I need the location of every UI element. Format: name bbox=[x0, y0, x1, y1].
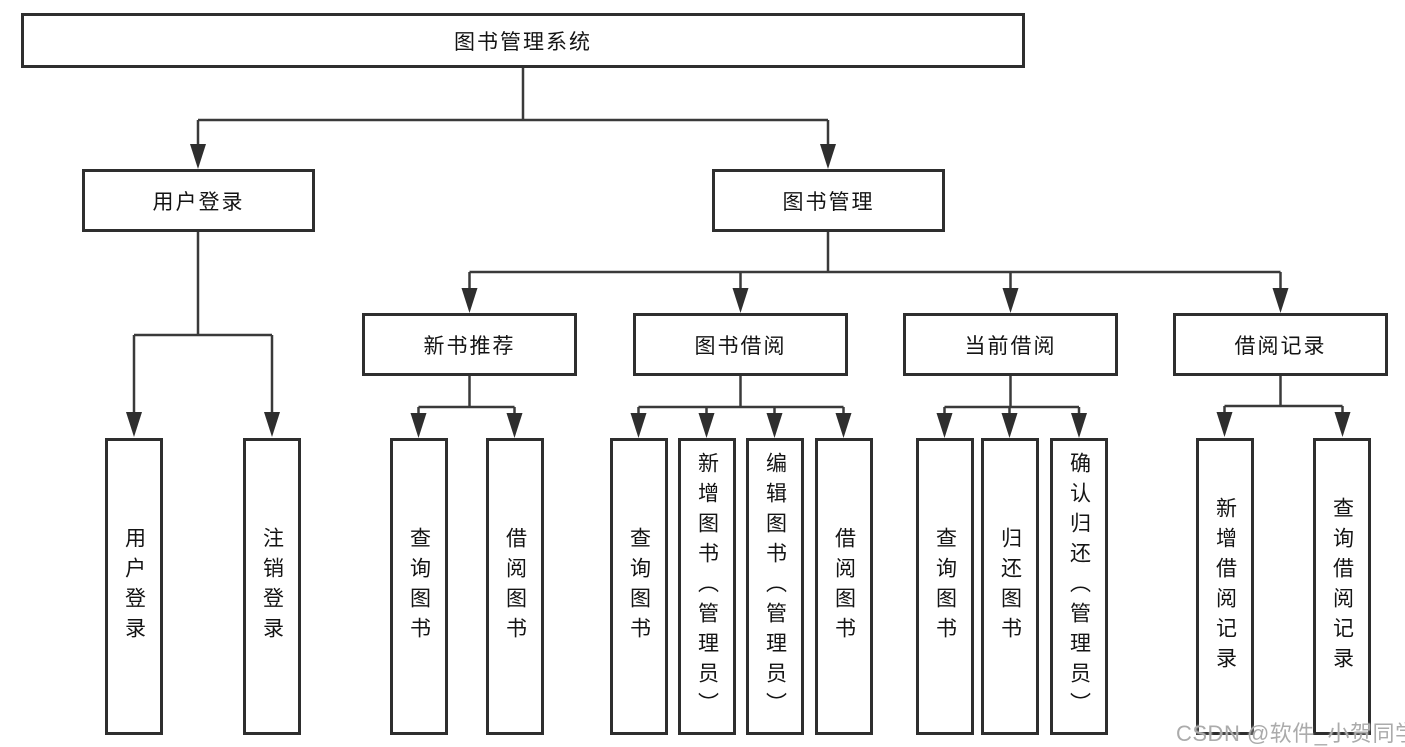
node-new-book-recommend: 新书推荐 bbox=[362, 313, 577, 376]
leaf-borrow-books-1-label: 借阅图书 bbox=[503, 526, 527, 647]
node-new-book-recommend-label: 新书推荐 bbox=[423, 334, 516, 358]
leaf-confirm-return-admin: 确认归还（管理员） bbox=[1050, 438, 1108, 735]
node-user-login-label: 用户登录 bbox=[152, 190, 245, 214]
leaf-logout-label: 注销登录 bbox=[260, 526, 284, 647]
leaf-query-books-1-label: 查询图书 bbox=[407, 526, 431, 647]
leaf-query-books-1: 查询图书 bbox=[390, 438, 448, 735]
node-book-borrowing-label: 图书借阅 bbox=[694, 334, 787, 358]
leaf-query-borrow-record: 查询借阅记录 bbox=[1313, 438, 1371, 735]
leaf-add-borrow-record-label: 新增借阅记录 bbox=[1213, 496, 1237, 677]
leaf-borrow-books-2-label: 借阅图书 bbox=[832, 526, 856, 647]
leaf-add-books-admin-label: 新增图书（管理员） bbox=[695, 451, 719, 722]
node-book-management-label: 图书管理 bbox=[782, 190, 875, 214]
node-system-root: 图书管理系统 bbox=[21, 13, 1025, 68]
node-current-borrowing-label: 当前借阅 bbox=[964, 334, 1057, 358]
leaf-query-books-3: 查询图书 bbox=[916, 438, 974, 735]
leaf-confirm-return-admin-label: 确认归还（管理员） bbox=[1067, 451, 1091, 722]
leaf-user-login-label: 用户登录 bbox=[122, 526, 146, 647]
leaf-edit-books-admin: 编辑图书（管理员） bbox=[746, 438, 804, 735]
leaf-borrow-books-1: 借阅图书 bbox=[486, 438, 544, 735]
node-book-borrowing: 图书借阅 bbox=[633, 313, 848, 376]
leaf-return-books-label: 归还图书 bbox=[998, 526, 1022, 647]
node-user-login: 用户登录 bbox=[82, 169, 315, 232]
leaf-return-books: 归还图书 bbox=[981, 438, 1039, 735]
leaf-add-borrow-record: 新增借阅记录 bbox=[1196, 438, 1254, 735]
node-current-borrowing: 当前借阅 bbox=[903, 313, 1118, 376]
leaf-add-books-admin: 新增图书（管理员） bbox=[678, 438, 736, 735]
leaf-query-books-3-label: 查询图书 bbox=[933, 526, 957, 647]
leaf-logout: 注销登录 bbox=[243, 438, 301, 735]
csdn-watermark: CSDN @软件_小贺同学 bbox=[1176, 721, 1405, 746]
leaf-query-books-2: 查询图书 bbox=[610, 438, 668, 735]
node-system-root-label: 图书管理系统 bbox=[454, 30, 592, 54]
node-book-management: 图书管理 bbox=[712, 169, 945, 232]
leaf-query-borrow-record-label: 查询借阅记录 bbox=[1330, 496, 1354, 677]
leaf-user-login: 用户登录 bbox=[105, 438, 163, 735]
node-borrow-records: 借阅记录 bbox=[1173, 313, 1388, 376]
leaf-query-books-2-label: 查询图书 bbox=[627, 526, 651, 647]
leaf-borrow-books-2: 借阅图书 bbox=[815, 438, 873, 735]
leaf-edit-books-admin-label: 编辑图书（管理员） bbox=[763, 451, 787, 722]
node-borrow-records-label: 借阅记录 bbox=[1234, 334, 1327, 358]
